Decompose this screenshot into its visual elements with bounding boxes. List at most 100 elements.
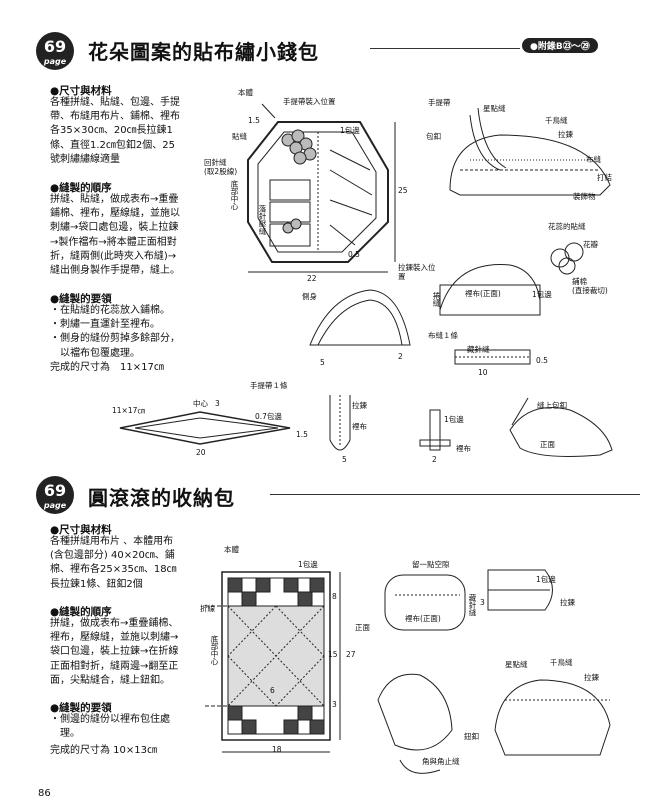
- label: 落針壓縫: [258, 205, 267, 235]
- patch-block-1: [269, 179, 311, 201]
- gusset-side-drawing: [309, 289, 411, 346]
- label: 手提帶裝入位置: [283, 97, 336, 106]
- label: 千鳥縫: [545, 116, 568, 125]
- label: 22: [307, 274, 317, 283]
- label: 11×17㎝: [112, 406, 145, 415]
- title-rule: [370, 48, 520, 49]
- label: 打結: [597, 173, 612, 182]
- label: 0.5: [536, 356, 548, 365]
- label: 裝飾物: [573, 192, 596, 201]
- label: 正面: [540, 440, 555, 449]
- finished-size-2: 完成的尺寸為 10×13㎝: [50, 745, 158, 756]
- page-badge: 69 page: [36, 32, 74, 70]
- label: 中心: [193, 399, 208, 408]
- pattern-body-2: [221, 571, 331, 741]
- badge-page-label: page: [43, 501, 67, 510]
- label: 星點縫: [505, 660, 528, 669]
- flower-cluster: [281, 129, 317, 234]
- patch-block-3: [269, 223, 311, 247]
- purse-drawing-2: [509, 407, 613, 457]
- badge-number: 69: [43, 37, 67, 56]
- label: 拉鍊: [558, 130, 573, 139]
- label: 布縫１條: [428, 331, 458, 340]
- label: 捲縫: [432, 292, 441, 307]
- label: 貼縫: [232, 132, 247, 141]
- label: 3: [332, 700, 337, 709]
- label: 10: [478, 368, 488, 377]
- steps-text-2: 拼縫，做成表布→重疊鋪棉、裡布，壓線縫，並施以刺繡→ 袋口包邊，裝上拉鍊→在折線…: [50, 618, 179, 686]
- steps-heading-2: ●縫製的順序: [50, 606, 112, 618]
- label: 25: [398, 186, 408, 195]
- label: 20: [196, 448, 206, 457]
- label: 拉鍊裝入位置: [398, 263, 436, 281]
- label: 15: [328, 650, 338, 659]
- label: 星點縫: [483, 104, 506, 113]
- materials-heading-2: ●尺寸與材料: [50, 524, 112, 536]
- label: 裡布: [352, 422, 367, 431]
- pouch-3d: [377, 673, 453, 751]
- label: 拉鍊: [352, 401, 367, 410]
- purse-drawing-1: [449, 134, 611, 196]
- tips-text: ・在貼縫的花蕊放入鋪棉。・刺繡一直運針至裡布。 ・側身的縫份剪掉多餘部分， 以襠…: [50, 305, 180, 359]
- page-badge-2: 69 page: [36, 476, 74, 514]
- label: 1.5: [296, 430, 308, 439]
- label: 鋪棉 (直接裁切): [572, 277, 608, 295]
- label: 裡布(正面): [465, 289, 501, 298]
- label: 留一點空隙: [412, 560, 450, 569]
- label: 5: [320, 358, 325, 367]
- label: 2: [398, 352, 403, 361]
- materials-text-2: 各種拼縫用布片 、本體用布(含包邊部分) 40×20㎝、鋪 棉、裡布各25×35…: [50, 536, 177, 590]
- steps-heading: ●縫製的順序: [50, 182, 112, 194]
- section-title: 花朵圖案的貼布繡小錢包: [88, 40, 319, 64]
- label: 1.5: [248, 116, 260, 125]
- label: 側身: [302, 292, 317, 301]
- label: 0.5: [348, 250, 360, 259]
- label: 角與角止縫: [422, 757, 460, 766]
- label: 拉鍊: [560, 598, 575, 607]
- label: 花瓣: [583, 240, 598, 249]
- checker-top: [227, 577, 325, 607]
- label: 1包邊: [298, 560, 318, 569]
- label: 底部中心: [230, 180, 239, 210]
- zipper-attach-2: [429, 409, 441, 451]
- label: 布縫: [586, 155, 601, 164]
- section-title-2: 圓滾滾的收納包: [88, 486, 235, 510]
- label: 1包邊: [532, 290, 552, 299]
- flower-detail: [550, 248, 570, 268]
- label: 18: [272, 745, 282, 754]
- tips-heading-2: ●縫製的要領: [50, 702, 112, 714]
- label: 藏針縫: [467, 345, 490, 354]
- label: 本體: [224, 545, 239, 554]
- label: 藏針縫: [468, 594, 477, 617]
- materials-text: 各種拼縫、貼縫、包邊、手提帶、布縫用布片、鋪棉、裡布 各35×30㎝、20㎝長拉…: [50, 97, 180, 165]
- appendix-badge: ●附錄B㉓〜㉙: [522, 38, 598, 53]
- label: 1包邊: [444, 415, 464, 424]
- label: 手提帶: [428, 98, 451, 107]
- pouch-finished: [494, 679, 611, 756]
- label: 1包邊: [340, 126, 360, 135]
- label: 6: [270, 686, 275, 695]
- tips-text-2: ・側邊的縫份以裡布包住處 理。: [50, 714, 170, 740]
- label: 手提帶１條: [250, 381, 288, 390]
- page-number: 86: [38, 788, 51, 799]
- label: 包釦: [426, 132, 441, 141]
- label: 3: [480, 598, 485, 607]
- label: 裡布(正面): [405, 614, 441, 623]
- patch-block-2: [269, 201, 311, 223]
- label: 0.7包邊: [255, 412, 282, 421]
- label: 鈕釦: [464, 732, 479, 741]
- materials-heading: ●尺寸與材料: [50, 85, 112, 97]
- label: 3: [215, 399, 220, 408]
- label: 拉鍊: [584, 673, 599, 682]
- label: 本體: [238, 88, 253, 97]
- badge-page-label: page: [43, 57, 67, 66]
- label: 1包邊: [536, 575, 556, 584]
- checker-bottom: [227, 705, 325, 735]
- label: 8: [332, 592, 337, 601]
- label: 花蕊的貼縫: [548, 222, 586, 231]
- label: 縫上包釦: [537, 401, 567, 410]
- label: 回針縫 (取2股線): [204, 158, 238, 176]
- label: 27: [346, 650, 356, 659]
- zipper-attach-1: [329, 395, 351, 451]
- label: 底部中心: [210, 635, 219, 665]
